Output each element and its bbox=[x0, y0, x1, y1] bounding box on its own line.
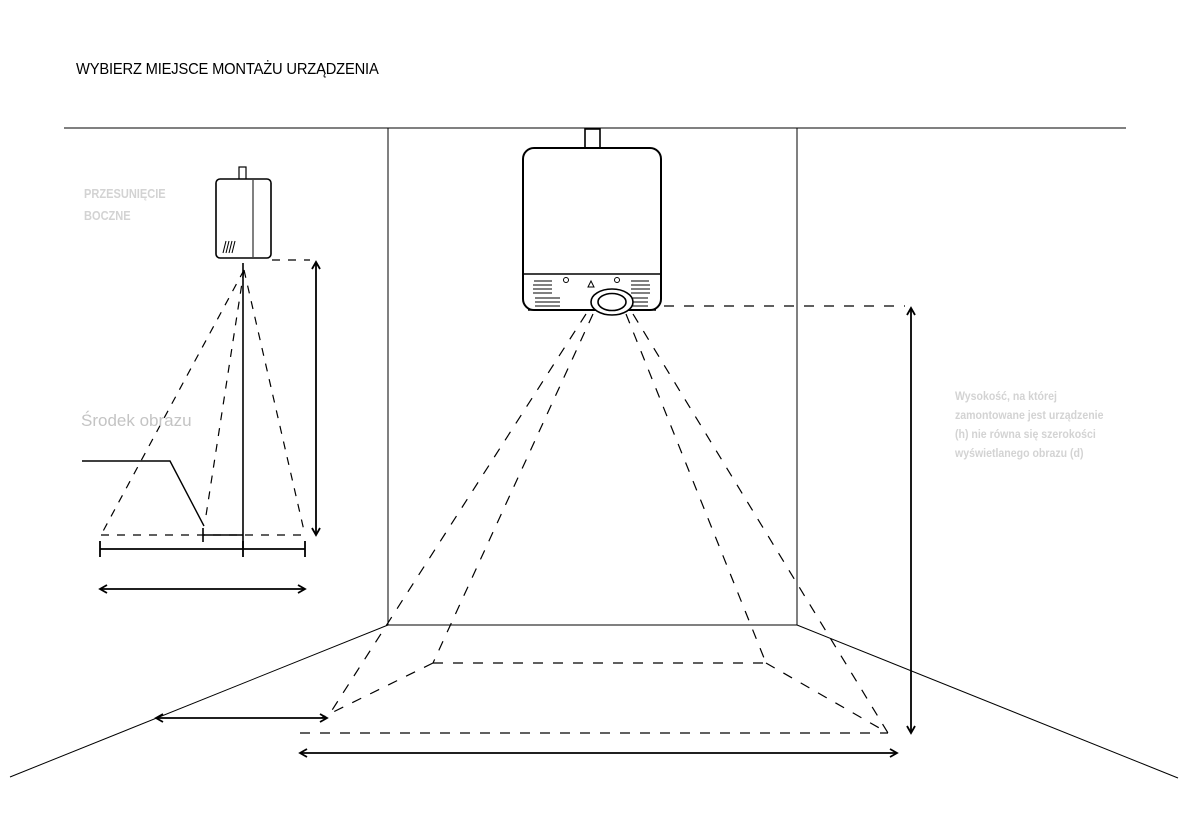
page-title: WYBIERZ MIEJSCE MONTAŻU URZĄDZENIA bbox=[76, 61, 379, 79]
sensor-dot-icon bbox=[615, 278, 620, 283]
lateral-shift-label-line2: BOCZNE bbox=[84, 205, 178, 227]
projector-front-view-icon bbox=[523, 129, 661, 315]
image-width-arrow bbox=[300, 749, 897, 757]
floor-offset-arrow bbox=[156, 714, 327, 722]
height-note: Wysokość, na której zamontowane jest urz… bbox=[955, 387, 1118, 463]
side-width-arrow bbox=[100, 585, 305, 593]
main-projection-cone bbox=[300, 306, 905, 733]
side-width-segments bbox=[100, 541, 305, 557]
image-center-leader bbox=[82, 461, 204, 526]
projector-side-view-icon bbox=[216, 167, 271, 258]
floor-left-edge bbox=[10, 625, 388, 777]
projector-lens-icon bbox=[591, 289, 633, 315]
side-height-arrow bbox=[312, 262, 320, 535]
button-dot-icon bbox=[564, 278, 569, 283]
lateral-shift-diagram bbox=[82, 167, 320, 593]
lateral-shift-label-line1: PRZESUNIĘCIE bbox=[84, 183, 178, 205]
side-projection-cone bbox=[101, 260, 310, 535]
floor-right-edge bbox=[797, 625, 1178, 778]
lateral-shift-label: PRZESUNIĘCIE BOCZNE bbox=[84, 183, 178, 227]
image-center-label: Środek obrazu bbox=[81, 411, 192, 431]
